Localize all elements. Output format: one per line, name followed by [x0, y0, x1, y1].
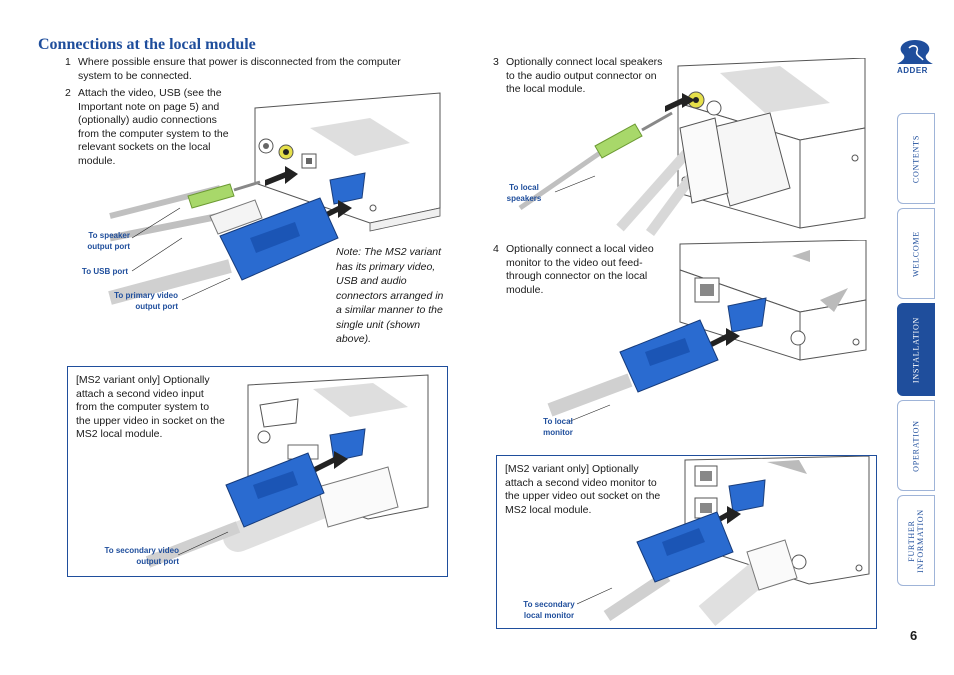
local-monitor-illustration — [547, 240, 867, 423]
tab-label: CONTENTS — [911, 134, 921, 183]
step-number: 3 — [493, 56, 499, 68]
caption-line: output port — [136, 557, 179, 566]
local-speakers-illustration — [518, 58, 866, 236]
tab-label: WELCOME — [911, 230, 921, 277]
page-number: 6 — [910, 628, 918, 643]
step-text: Attach the video, USB (see the Important… — [78, 87, 229, 167]
ms2-box-text: [MS2 variant only] Optionally attach a s… — [505, 463, 661, 516]
caption-line: To local — [543, 417, 573, 426]
step-4: 4 Optionally connect a local video monit… — [493, 243, 665, 301]
ms2-second-input-illustration — [145, 374, 429, 568]
caption-line: output port — [135, 302, 178, 311]
tab-label: FURTHER INFORMATION — [907, 509, 925, 573]
adder-logo-icon — [897, 40, 933, 64]
step-text: Optionally connect a local video monitor… — [506, 243, 654, 296]
caption-line: To primary video — [114, 291, 178, 300]
tab-label: INSTALLATION — [911, 316, 921, 383]
ms2-box-text: [MS2 variant only] Optionally attach a s… — [76, 374, 225, 440]
ms2-note: Note: The MS2 variant has its primary vi… — [336, 246, 444, 345]
tab-operation[interactable]: OPERATION — [897, 400, 935, 491]
tab-welcome[interactable]: WELCOME — [897, 208, 935, 299]
caption-line: local monitor — [523, 611, 575, 620]
caption-line: speakers — [506, 194, 542, 203]
local-module-connection-illustration — [108, 92, 441, 305]
caption-local-speakers: To local speakers — [498, 182, 550, 204]
ms2-second-monitor-box: [MS2 variant only] Optionally attach a s… — [496, 455, 877, 629]
page-title: Connections at the local module — [38, 36, 256, 53]
tab-label-line: INFORMATION — [916, 508, 925, 573]
caption-line: To secondary — [523, 600, 575, 609]
caption-line: To local — [509, 183, 539, 192]
caption-secondary-video: To secondary video output port — [78, 545, 179, 567]
caption-line: To speaker — [88, 231, 130, 240]
adder-logo: ADDER — [893, 38, 937, 78]
caption-line: output port — [87, 242, 130, 251]
step-number: 1 — [65, 56, 71, 68]
step-1: 1 Where possible ensure that power is di… — [65, 56, 425, 86]
caption-line: To secondary video — [104, 546, 179, 555]
caption-local-monitor: To local monitor — [530, 416, 586, 438]
step-text: Optionally connect local speakers to the… — [506, 56, 663, 95]
tab-label: OPERATION — [911, 419, 921, 472]
step-2: 2 Attach the video, USB (see the Importa… — [65, 87, 235, 169]
caption-secondary-monitor: To secondary local monitor — [513, 599, 585, 621]
caption-primary-video: To primary video output port — [85, 290, 178, 312]
tab-installation[interactable]: INSTALLATION — [897, 303, 935, 396]
tab-further-information[interactable]: FURTHER INFORMATION — [897, 495, 935, 586]
logo-text: ADDER — [897, 66, 928, 75]
step-3: 3 Optionally connect local speakers to t… — [493, 56, 673, 100]
tab-contents[interactable]: CONTENTS — [897, 113, 935, 204]
step-number: 2 — [65, 87, 71, 99]
step-text: Where possible ensure that power is disc… — [78, 56, 401, 82]
caption-speaker-port: To speaker output port — [60, 230, 130, 252]
ms2-second-input-box: [MS2 variant only] Optionally attach a s… — [67, 366, 448, 577]
ms2-second-monitor-illustration — [577, 456, 870, 626]
tab-label-line: FURTHER — [907, 519, 916, 562]
caption-usb-port: To USB port — [81, 267, 128, 276]
step-number: 4 — [493, 243, 499, 255]
caption-line: monitor — [543, 428, 573, 437]
